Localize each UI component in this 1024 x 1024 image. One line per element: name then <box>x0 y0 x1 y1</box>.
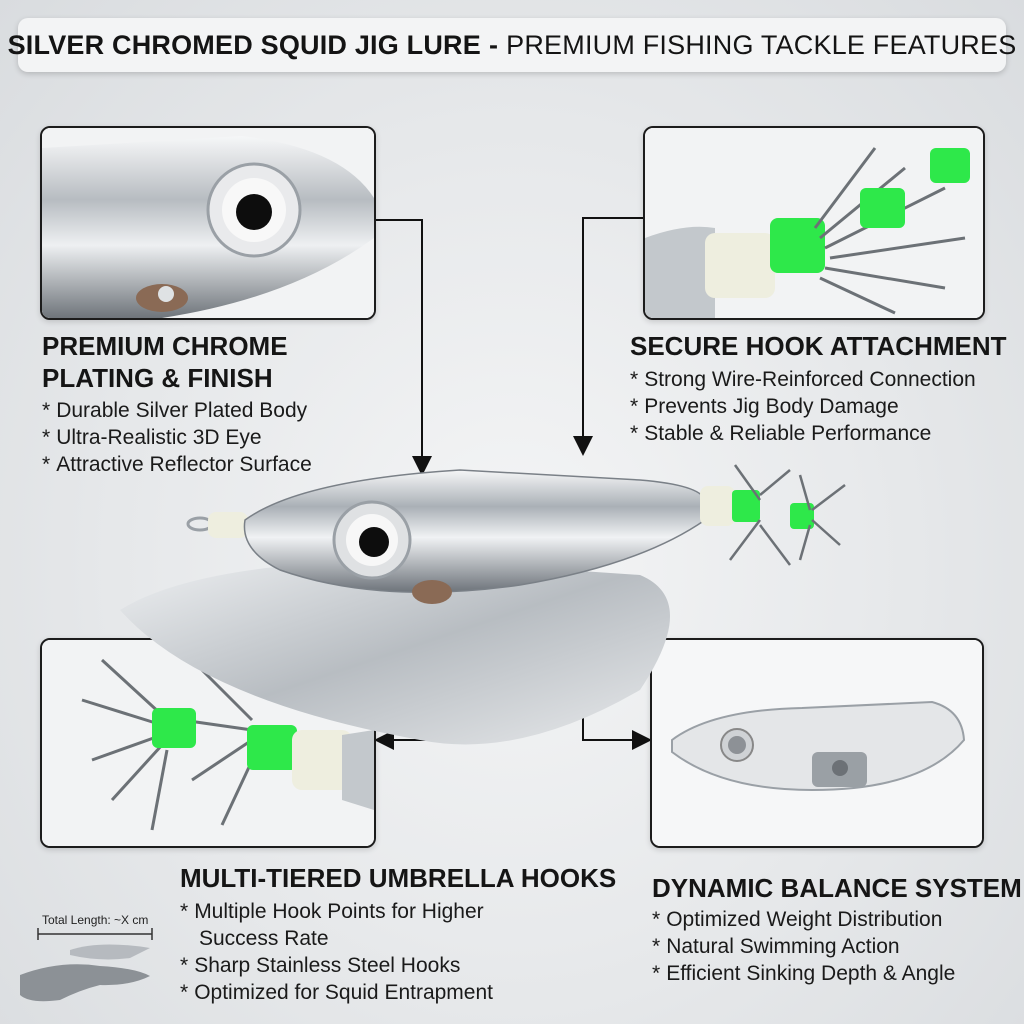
bullet-marker: * <box>42 399 51 422</box>
bullet-text: Durable Silver Plated Body <box>56 399 308 422</box>
chrome-heading: PREMIUM CHROME PLATING & FINISH <box>42 330 288 394</box>
chrome-closeup-image <box>42 128 374 318</box>
bullet-text: Stable & Reliable Performance <box>644 422 932 445</box>
bullet-marker: * <box>42 426 51 449</box>
bullet-text: Strong Wire-Reinforced Connection <box>644 368 976 391</box>
bullet-text: Prevents Jig Body Damage <box>644 395 899 418</box>
bullet-marker: * <box>180 954 189 977</box>
bullet-marker: * <box>630 368 639 391</box>
umbrella-hooks-bullet-list: *Multiple Hook Points for Higher Success… <box>180 898 493 1006</box>
balance-bullet-list: *Optimized Weight Distribution *Natural … <box>652 906 955 987</box>
bullet-marker: * <box>180 900 189 923</box>
total-length-label: Total Length: ~X cm <box>42 913 149 927</box>
panel-umbrella-hooks <box>40 638 376 848</box>
bullet-text: Attractive Reflector Surface <box>56 453 312 476</box>
title-sub: PREMIUM FISHING TACKLE FEATURES <box>506 29 1017 60</box>
panel-hook-attachment <box>643 126 985 320</box>
bullet-text: Efficient Sinking Depth & Angle <box>666 962 956 985</box>
bullet-marker: * <box>630 422 639 445</box>
title-main: SILVER CHROMED SQUID JIG LURE <box>7 29 481 60</box>
list-item: *Stable & Reliable Performance <box>630 420 976 447</box>
bullet-text: Natural Swimming Action <box>666 935 900 958</box>
title-separator: - <box>488 29 499 60</box>
balance-system-image <box>652 640 982 846</box>
hand-icon <box>20 964 150 1002</box>
bullet-marker: * <box>180 981 189 1004</box>
list-item: *Multiple Hook Points for Higher Success… <box>180 898 493 952</box>
list-item: *Natural Swimming Action <box>652 933 955 960</box>
umbrella-hooks-heading: MULTI-TIERED UMBRELLA HOOKS <box>180 863 617 893</box>
list-item: *Optimized for Squid Entrapment <box>180 979 493 1006</box>
list-item: *Ultra-Realistic 3D Eye <box>42 424 312 451</box>
panel-balance-system <box>650 638 984 848</box>
hook-attachment-image <box>645 128 983 318</box>
balance-heading: DYNAMIC BALANCE SYSTEM <box>652 873 1022 903</box>
bullet-marker: * <box>42 453 51 476</box>
title-bar: SILVER CHROMED SQUID JIG LURE - PREMIUM … <box>8 18 1016 72</box>
chrome-heading-line2: PLATING & FINISH <box>42 363 273 393</box>
bullet-text: Sharp Stainless Steel Hooks <box>194 954 461 977</box>
bullet-marker: * <box>652 935 661 958</box>
chrome-heading-line1: PREMIUM CHROME <box>42 331 288 361</box>
chrome-bullet-list: *Durable Silver Plated Body *Ultra-Reali… <box>42 397 312 478</box>
hook-attachment-heading: SECURE HOOK ATTACHMENT <box>630 331 1007 361</box>
bullet-text: Multiple Hook Points for Higher <box>194 900 484 923</box>
bullet-text: Optimized for Squid Entrapment <box>194 981 493 1004</box>
list-item: *Prevents Jig Body Damage <box>630 393 976 420</box>
list-item: *Attractive Reflector Surface <box>42 451 312 478</box>
list-item: *Sharp Stainless Steel Hooks <box>180 952 493 979</box>
panel-chrome-closeup <box>40 126 376 320</box>
bullet-marker: * <box>652 908 661 931</box>
list-item: *Durable Silver Plated Body <box>42 397 312 424</box>
list-item: *Optimized Weight Distribution <box>652 906 955 933</box>
bullet-marker: * <box>652 962 661 985</box>
bullet-text-continued: Success Rate <box>199 927 329 950</box>
bullet-text: Ultra-Realistic 3D Eye <box>56 426 262 449</box>
hook-attachment-bullet-list: *Strong Wire-Reinforced Connection *Prev… <box>630 366 976 447</box>
list-item: *Strong Wire-Reinforced Connection <box>630 366 976 393</box>
list-item: *Efficient Sinking Depth & Angle <box>652 960 955 987</box>
bullet-marker: * <box>630 395 639 418</box>
umbrella-hooks-image <box>42 640 374 846</box>
bullet-text: Optimized Weight Distribution <box>666 908 943 931</box>
